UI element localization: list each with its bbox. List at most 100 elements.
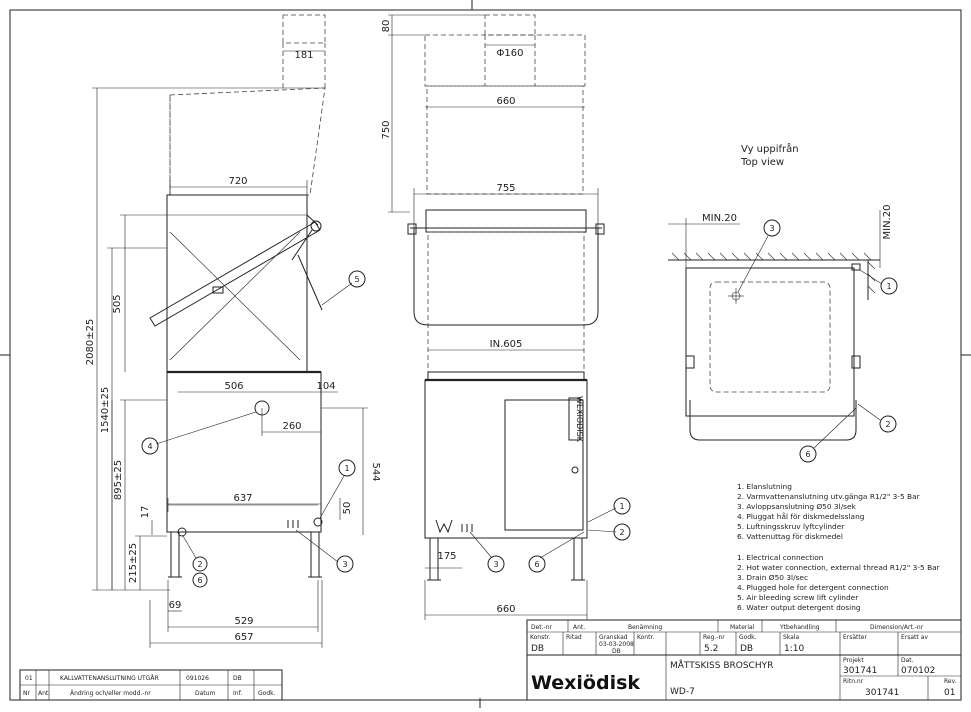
tb-header-ben: Benämning (628, 624, 662, 631)
dim-544: 544 (370, 462, 381, 481)
dim-175: 175 (437, 551, 456, 562)
svg-text:6: 6 (534, 560, 539, 569)
legend-sv-2: 2. Varmvattenanslutning utv.gänga R1/2" … (737, 492, 921, 501)
rev-header-date: Datum (195, 690, 215, 697)
callout-5 (348, 270, 366, 288)
dim-50: 50 (342, 502, 353, 515)
svg-text:4: 4 (147, 442, 152, 451)
model-name: WD-7 (670, 687, 695, 697)
title-block: Det.-nr Ant. Benämning Material Ytbehand… (526, 619, 962, 701)
legend-en-3: 3. Drain Ø50 3l/sec (737, 573, 808, 582)
svg-text:3: 3 (493, 560, 498, 569)
rev-sign: DB (233, 675, 242, 682)
top-view-title-en: Top view (740, 157, 784, 168)
top-callout-3 (763, 219, 781, 237)
dim-260: 260 (282, 421, 301, 432)
svg-text:6: 6 (197, 576, 202, 585)
top-view: Vy uppifrån Top view MIN.20 (668, 142, 898, 463)
tb-rev: 01 (944, 688, 955, 698)
svg-text:2: 2 (885, 420, 890, 429)
dim-895: 895±25 (113, 460, 124, 500)
tb-header-godk: Godk. (739, 634, 757, 641)
legend-sv-6: 6. Vattenuttag för diskmedel (737, 532, 843, 541)
svg-text:6: 6 (805, 450, 810, 459)
dim-506: 506 (224, 381, 243, 392)
callout-4 (141, 437, 159, 455)
tb-header-ersatt: Ersatt av (901, 634, 928, 641)
callout-1 (338, 459, 356, 477)
legend-sv-4: 4. Pluggat hål för diskmedelsslang (737, 512, 865, 521)
front-callout-6 (528, 555, 546, 573)
callout-6 (192, 572, 208, 588)
front-view: 80 Φ160 660 750 755 IN.605 175 660 WEXIO… (381, 14, 631, 620)
top-min-horizontal: MIN.20 (702, 213, 737, 224)
tb-header-ersatter: Ersätter (843, 634, 867, 641)
legend-en-5: 5. Air bleeding screw lift cylinder (737, 593, 859, 602)
dim-2080: 2080±25 (85, 319, 96, 366)
front-callout-3 (487, 555, 505, 573)
tb-konstr: DB (531, 644, 544, 654)
dim-181: 181 (294, 50, 313, 61)
dim-657: 657 (234, 632, 253, 643)
tb-header-rev: Rev. (944, 678, 957, 685)
dim-529: 529 (234, 616, 253, 627)
tb-header-det: Det.-nr (531, 624, 553, 631)
tb-reg: 5.2 (704, 644, 718, 654)
top-view-title-sv: Vy uppifrån (741, 142, 799, 155)
dim-660-top: 660 (496, 96, 515, 107)
front-panel-brand: WEXIODISK (575, 396, 584, 443)
legend-english: 1. Electrical connection 2. Hot water co… (737, 553, 941, 612)
rev-header-change: Ändring och/eller modd.-nr (70, 690, 151, 697)
tb-header-kontr: Kontr. (637, 634, 654, 641)
top-callout-1 (880, 277, 898, 295)
svg-text:1: 1 (344, 464, 349, 473)
legend-en-2: 2. Hot water connection, external thread… (737, 563, 941, 572)
svg-text:5: 5 (354, 275, 359, 284)
tb-header-skala: Skala (783, 634, 800, 641)
dim-80: 80 (381, 20, 392, 33)
legend-swedish: 1. Elanslutning 2. Varmvattenanslutning … (737, 482, 921, 541)
tb-ritnr: 301741 (865, 688, 899, 698)
tb-header-ritad: Ritad (566, 634, 582, 641)
top-callout-6 (799, 445, 817, 463)
dim-215: 215±25 (128, 543, 139, 583)
legend-sv-5: 5. Luftningsskruv lyftcylinder (737, 522, 845, 531)
front-callout-2 (613, 523, 631, 541)
tb-header-dat: Dat. (901, 657, 914, 664)
tb-dat: 070102 (901, 666, 935, 676)
rev-text: KALLVATTENANSLUTNING UTGÅR (60, 675, 159, 682)
tb-header-projekt: Projekt (843, 657, 864, 664)
rev-header-nr: Nr (23, 690, 30, 697)
svg-text:2: 2 (197, 560, 202, 569)
dim-750: 750 (381, 120, 392, 139)
rev-date: 091026 (186, 675, 209, 682)
dim-69: 69 (169, 600, 182, 611)
tb-header-ytb: Ytbehandling (779, 624, 820, 631)
dim-17: 17 (140, 506, 151, 519)
dim-104: 104 (316, 381, 335, 392)
wexiodisk-logo: Wexiödisk (531, 672, 640, 694)
drawing-title: MÅTTSKISS BROSCHYR (670, 659, 773, 671)
svg-text:2: 2 (619, 528, 624, 537)
top-callout-2 (879, 415, 897, 433)
tb-projekt: 301741 (843, 666, 877, 676)
dim-660-bottom: 660 (496, 604, 515, 615)
dim-755: 755 (496, 183, 515, 194)
tb-godk: DB (740, 644, 753, 654)
rev-header-ins: Inf. (233, 690, 242, 697)
legend-sv-3: 3. Avloppsanslutning Ø50 3l/sek (737, 502, 857, 511)
svg-text:1: 1 (619, 502, 624, 511)
dim-720: 720 (228, 176, 247, 187)
dim-505: 505 (112, 294, 123, 313)
tb-header-ritnr: Ritn.nr (843, 678, 864, 685)
tb-granskad-sign: DB (612, 648, 621, 655)
revision-block: 01 KALLVATTENANSLUTNING UTGÅR 091026 DB … (19, 669, 283, 701)
svg-text:3: 3 (342, 560, 347, 569)
legend-sv-1: 1. Elanslutning (737, 482, 792, 491)
dim-in605: IN.605 (490, 339, 523, 350)
rev-header-approved: Godk. (258, 690, 276, 697)
rev-number: 01 (25, 675, 33, 682)
legend-en-6: 6. Water output detergent dosing (737, 603, 861, 612)
tb-header-reg: Reg.-nr (703, 634, 725, 641)
tb-granskad-date: 03-03-2008 (599, 641, 634, 648)
